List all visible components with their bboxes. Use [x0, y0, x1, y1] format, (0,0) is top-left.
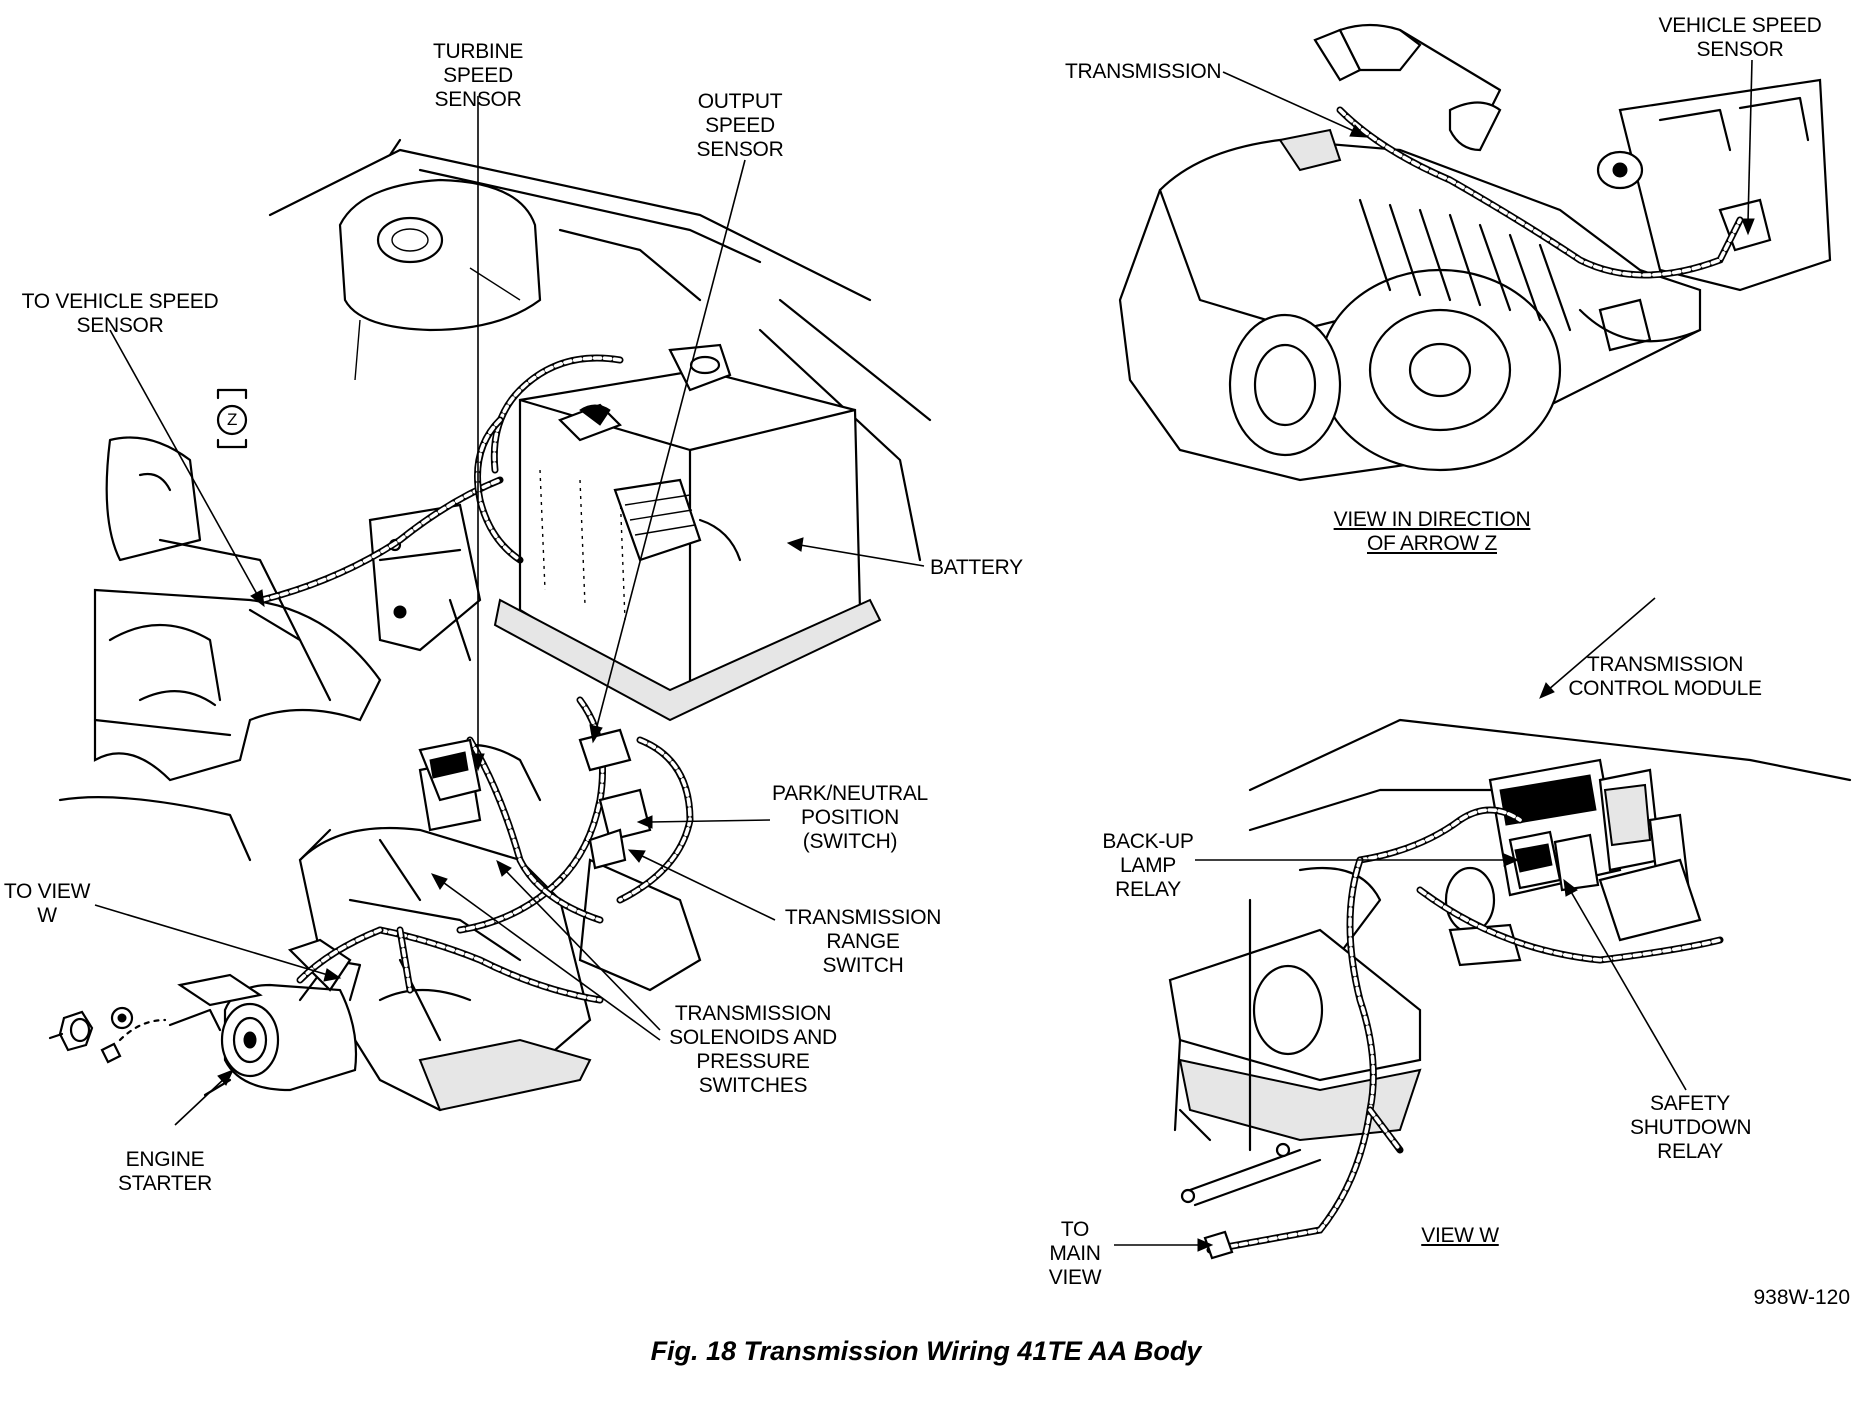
view-w-leaders	[1114, 597, 1687, 1252]
label-turbine-speed-sensor: TURBINE SPEED SENSOR	[432, 40, 524, 111]
label-vehicle-speed-sensor: VEHICLE SPEED SENSOR	[1658, 14, 1822, 61]
arrow-z-letter: Z	[226, 410, 238, 429]
view-z-illustration	[1118, 23, 1832, 482]
label-back-up-lamp-relay: BACK-UP LAMP RELAY	[1102, 830, 1194, 901]
label-to-view-w: TO VIEW W	[3, 880, 91, 927]
label-transmission: TRANSMISSION	[1065, 60, 1222, 83]
view-z-leaders	[1222, 59, 1755, 236]
label-to-main-view: TO MAIN VIEW	[1048, 1218, 1102, 1289]
label-transmission-solenoids: TRANSMISSION SOLENOIDS AND PRESSURE SWIT…	[669, 1002, 837, 1097]
label-engine-starter: ENGINE STARTER	[118, 1148, 212, 1195]
view-w-illustration	[1168, 718, 1852, 1260]
main-view-illustration	[48, 138, 932, 1112]
main-view-leaders	[94, 96, 925, 1126]
battery-drawing	[493, 343, 882, 722]
figure-caption: Fig. 18 Transmission Wiring 41TE AA Body	[650, 1336, 1202, 1366]
starter-drawing	[203, 938, 362, 1097]
label-transmission-control-module: TRANSMISSION CONTROL MODULE	[1568, 653, 1762, 700]
label-battery: BATTERY	[930, 556, 1023, 579]
wire-harness-main	[258, 354, 694, 1004]
label-to-vehicle-speed-sensor: TO VEHICLE SPEED SENSOR	[21, 290, 219, 337]
label-output-speed-sensor: OUTPUT SPEED SENSOR	[696, 90, 784, 161]
label-transmission-range-switch: TRANSMISSION RANGE SWITCH	[784, 906, 942, 977]
label-view-in-direction-of-arrow-z: VIEW IN DIRECTION OF ARROW Z	[1333, 508, 1531, 555]
label-view-w: VIEW W	[1421, 1224, 1499, 1247]
label-safety-shutdown-relay: SAFETY SHUTDOWN RELAY	[1630, 1092, 1752, 1163]
transaxle	[298, 744, 702, 1112]
hardware	[48, 973, 263, 1064]
reservoir	[338, 178, 542, 381]
module-bracket	[368, 503, 482, 662]
label-park-neutral-position-switch: PARK/NEUTRAL POSITION (SWITCH)	[772, 782, 928, 853]
arrow-z-marker	[216, 388, 248, 449]
solenoid-connectors	[418, 728, 652, 870]
engine-block	[58, 436, 382, 862]
figure-reference: 938W-120	[1753, 1286, 1850, 1309]
